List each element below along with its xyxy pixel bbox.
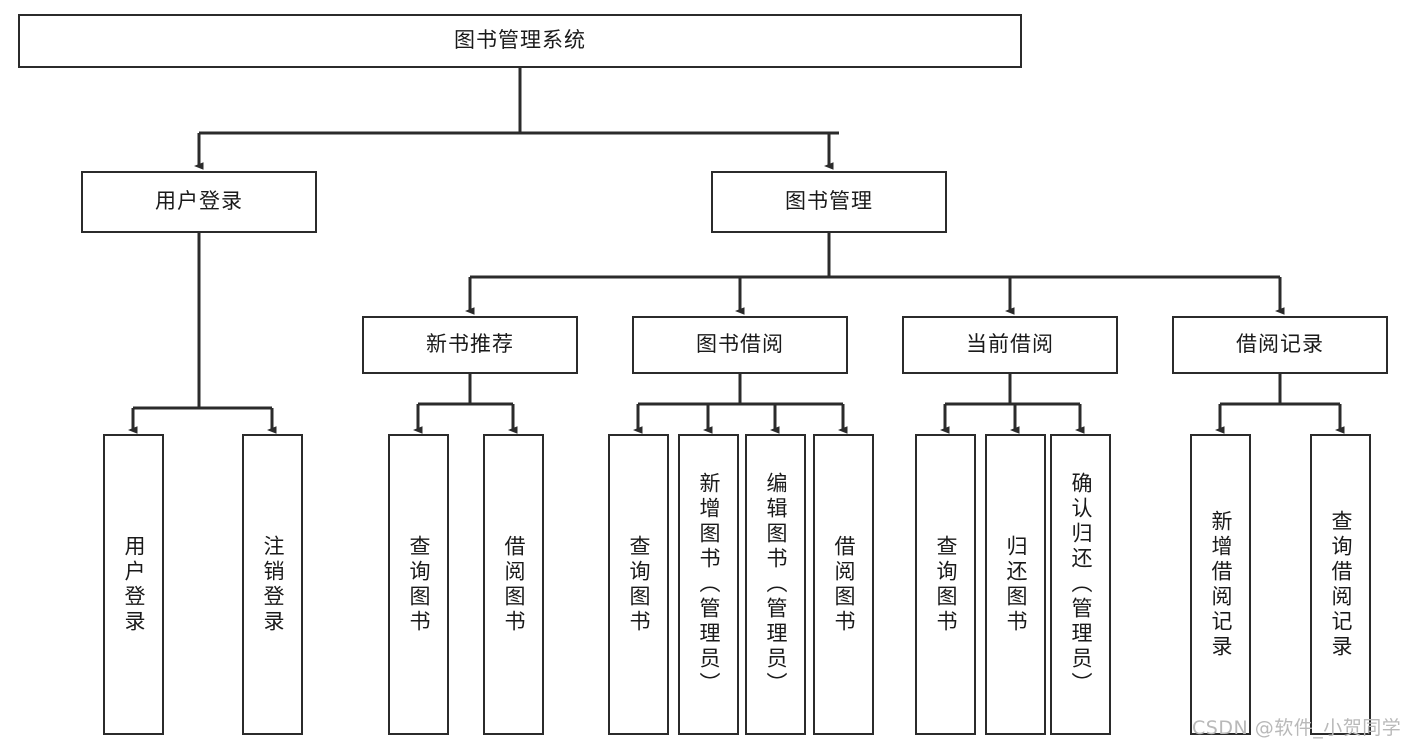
- leaf-borrow-book-recommend-label: 借阅图书: [502, 534, 526, 635]
- leaf-edit-book-admin-label: 编辑图书（管理员）: [764, 472, 788, 697]
- leaf-user-login-label: 用户登录: [122, 534, 146, 635]
- leaf-borrow-book-recommend[interactable]: 借阅图书: [483, 434, 544, 735]
- csdn-watermark: CSDN @软件_小贺同学: [1192, 717, 1402, 739]
- leaf-query-borrow-record-label: 查询借阅记录: [1329, 509, 1353, 660]
- leaf-edit-book-admin[interactable]: 编辑图书（管理员）: [745, 434, 806, 735]
- leaf-query-book-borrow[interactable]: 查询图书: [608, 434, 669, 735]
- leaf-query-book-recommend[interactable]: 查询图书: [388, 434, 449, 735]
- node-new-book-recommend-label: 新书推荐: [426, 332, 514, 357]
- node-borrow-record-label: 借阅记录: [1236, 332, 1324, 357]
- node-user-login-label: 用户登录: [155, 189, 243, 214]
- leaf-query-borrow-record[interactable]: 查询借阅记录: [1310, 434, 1371, 735]
- node-root[interactable]: 图书管理系统: [18, 14, 1022, 68]
- leaf-add-book-admin-label: 新增图书（管理员）: [697, 472, 721, 697]
- node-current-borrow[interactable]: 当前借阅: [902, 316, 1118, 374]
- node-book-borrow-label: 图书借阅: [696, 332, 784, 357]
- node-new-book-recommend[interactable]: 新书推荐: [362, 316, 578, 374]
- leaf-add-borrow-record-label: 新增借阅记录: [1209, 509, 1233, 660]
- leaf-query-book-recommend-label: 查询图书: [407, 534, 431, 635]
- leaf-user-login[interactable]: 用户登录: [103, 434, 164, 735]
- leaf-borrow-book-label: 借阅图书: [832, 534, 856, 635]
- node-current-borrow-label: 当前借阅: [966, 332, 1054, 357]
- node-book-management-label: 图书管理: [785, 189, 873, 214]
- leaf-add-book-admin[interactable]: 新增图书（管理员）: [678, 434, 739, 735]
- node-root-label: 图书管理系统: [454, 28, 586, 53]
- leaf-confirm-return-admin-label: 确认归还（管理员）: [1069, 472, 1093, 697]
- leaf-logout[interactable]: 注销登录: [242, 434, 303, 735]
- leaf-add-borrow-record[interactable]: 新增借阅记录: [1190, 434, 1251, 735]
- leaf-return-book[interactable]: 归还图书: [985, 434, 1046, 735]
- leaf-query-book-current-label: 查询图书: [934, 534, 958, 635]
- leaf-return-book-label: 归还图书: [1004, 534, 1028, 635]
- node-book-borrow[interactable]: 图书借阅: [632, 316, 848, 374]
- node-user-login[interactable]: 用户登录: [81, 171, 317, 233]
- node-book-management[interactable]: 图书管理: [711, 171, 947, 233]
- leaf-logout-label: 注销登录: [261, 534, 285, 635]
- node-borrow-record[interactable]: 借阅记录: [1172, 316, 1388, 374]
- leaf-query-book-borrow-label: 查询图书: [627, 534, 651, 635]
- leaf-borrow-book[interactable]: 借阅图书: [813, 434, 874, 735]
- leaf-confirm-return-admin[interactable]: 确认归还（管理员）: [1050, 434, 1111, 735]
- leaf-query-book-current[interactable]: 查询图书: [915, 434, 976, 735]
